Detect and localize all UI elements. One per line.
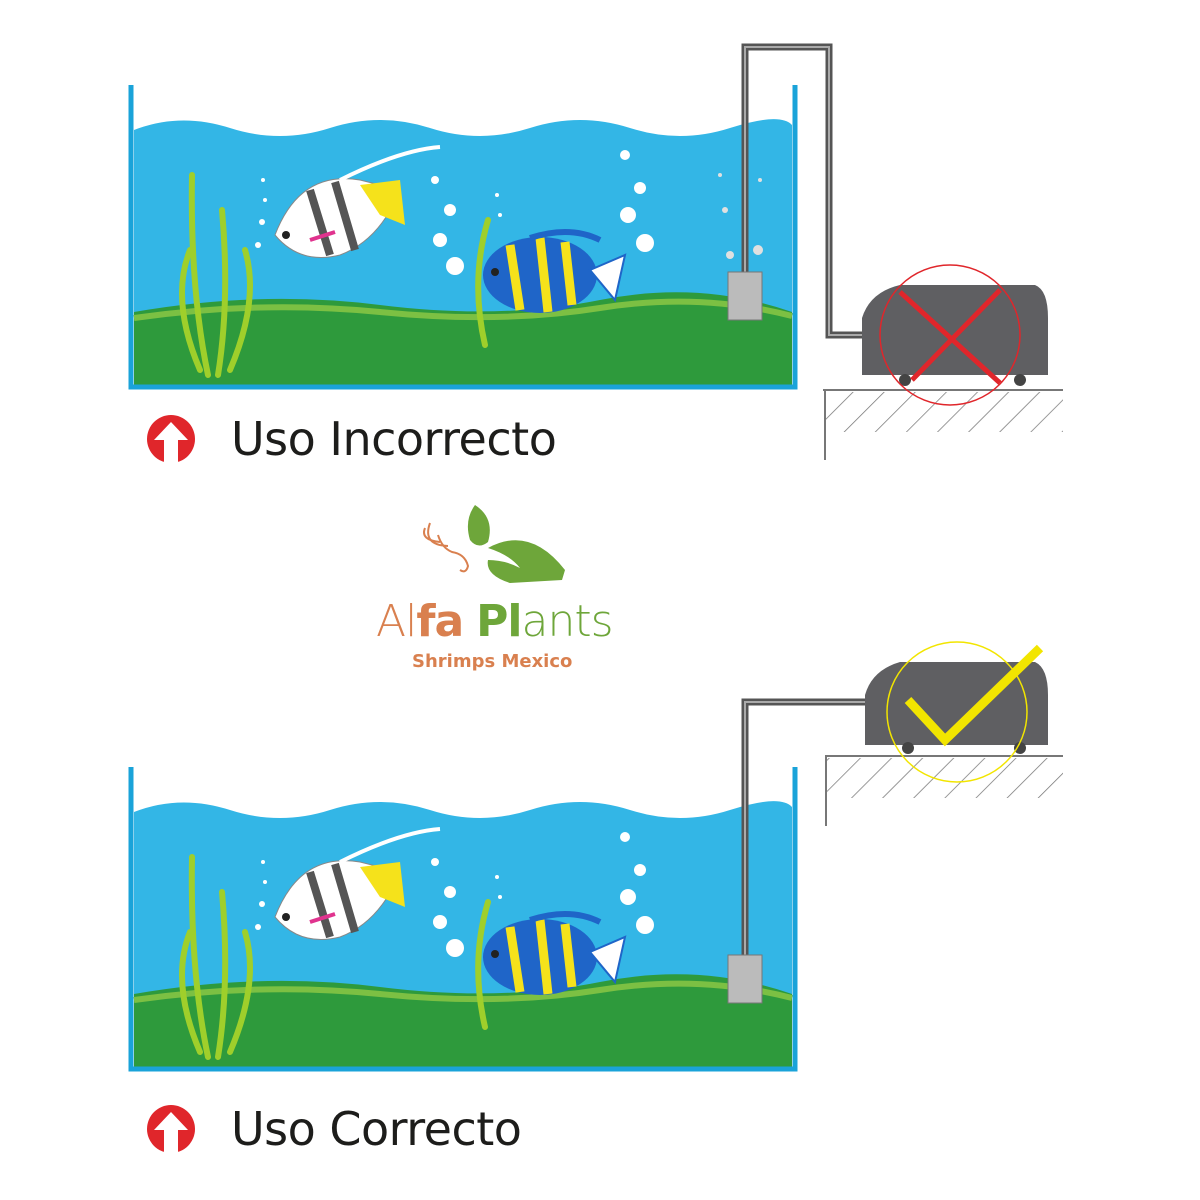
caption-incorrect: Uso Incorrecto	[145, 412, 557, 466]
up-arrow-icon	[147, 1105, 195, 1153]
brand-name: Alfa Plants	[376, 596, 614, 647]
panel-incorrect	[131, 43, 1063, 460]
caption-correct: Uso Correcto	[145, 1102, 522, 1156]
caption-label: Uso Correcto	[231, 1102, 522, 1156]
air-stone	[727, 954, 763, 1004]
caption-label: Uso Incorrecto	[231, 412, 557, 466]
check-mark-icon	[886, 641, 1044, 783]
logo-graphic	[423, 505, 565, 583]
ground-shelf	[825, 392, 1063, 432]
panel-correct	[131, 641, 1063, 1069]
leaf-icon	[467, 505, 565, 583]
air-stone	[727, 271, 763, 321]
x-mark-icon	[879, 264, 1021, 406]
brand-tagline: Shrimps Mexico	[412, 651, 573, 672]
air-pump	[862, 285, 1048, 375]
ground-shelf	[827, 758, 1063, 798]
up-arrow-icon	[147, 415, 195, 463]
shrimp-icon	[423, 522, 470, 573]
